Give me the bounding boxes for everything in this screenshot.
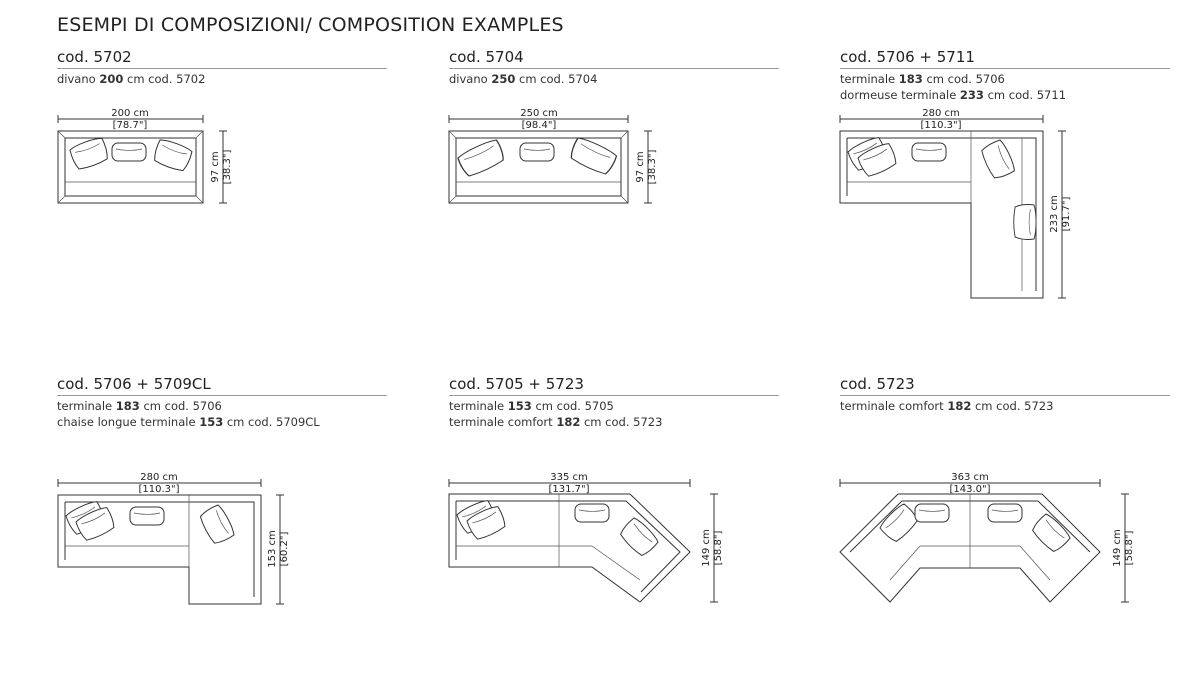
description-line: terminale comfort 182 cm cod. 5723: [840, 399, 1054, 413]
description-line: terminale 183 cm cod. 5706: [840, 72, 1005, 86]
width-in-label: [143.0"]: [949, 484, 990, 495]
width-in-label: [78.7"]: [113, 120, 148, 131]
depth-in-label: [58.8"]: [1124, 531, 1135, 566]
depth-in-label: [38.3"]: [222, 150, 233, 185]
composition-description: divano 200 cm cod. 5702: [57, 71, 387, 87]
composition-description: terminale 153 cm cod. 5705 terminale com…: [449, 398, 779, 430]
width-in-label: [110.3"]: [920, 120, 961, 131]
width-cm-label: 280 cm: [922, 108, 960, 119]
description-line: chaise longue terminale 153 cm cod. 5709…: [57, 415, 320, 429]
composition-code: cod. 5702: [57, 48, 387, 69]
sofa-plan-5706-5711: 280 cm [110.3"] 233 cm [91.7"]: [839, 108, 1072, 299]
description-line: terminale 153 cm cod. 5705: [449, 399, 614, 413]
width-cm-label: 363 cm: [951, 472, 989, 483]
composition-description: terminale 183 cm cod. 5706 chaise longue…: [57, 398, 387, 430]
composition-block-5704: cod. 5704 divano 250 cm cod. 5704: [449, 48, 779, 87]
description-line: terminale 183 cm cod. 5706: [57, 399, 222, 413]
depth-cm-label: 149 cm: [701, 529, 712, 567]
composition-block-5705-5723: cod. 5705 + 5723 terminale 153 cm cod. 5…: [449, 375, 779, 430]
width-cm-label: 250 cm: [520, 108, 558, 119]
depth-in-label: [38.3"]: [647, 150, 658, 185]
sofa-plan-5723: 363 cm [143.0"] 149 cm [58.8"]: [839, 472, 1135, 603]
depth-cm-label: 97 cm: [210, 151, 221, 182]
composition-code: cod. 5706 + 5709CL: [57, 375, 387, 396]
description-line: divano 200 cm cod. 5702: [57, 72, 206, 86]
composition-block-5706-5709cl: cod. 5706 + 5709CL terminale 183 cm cod.…: [57, 375, 387, 430]
composition-code: cod. 5704: [449, 48, 779, 69]
composition-block-5706-5711: cod. 5706 + 5711 terminale 183 cm cod. 5…: [840, 48, 1170, 103]
width-in-label: [131.7"]: [548, 484, 589, 495]
width-cm-label: 280 cm: [140, 472, 178, 483]
width-cm-label: 200 cm: [111, 108, 149, 119]
composition-code: cod. 5705 + 5723: [449, 375, 779, 396]
composition-block-5702: cod. 5702 divano 200 cm cod. 5702: [57, 48, 387, 87]
page-title: ESEMPI DI COMPOSIZIONI/ COMPOSITION EXAM…: [57, 14, 564, 36]
sofa-plan-5706-5709cl: 280 cm [110.3"] 153 cm [60.2"]: [57, 472, 290, 605]
width-in-label: [98.4"]: [522, 120, 557, 131]
sofa-plan-5702: 200 cm [78.7"] 97 cm [38.3"]: [57, 108, 233, 204]
composition-description: divano 250 cm cod. 5704: [449, 71, 779, 87]
description-line: dormeuse terminale 233 cm cod. 5711: [840, 88, 1067, 102]
description-line: divano 250 cm cod. 5704: [449, 72, 598, 86]
composition-code: cod. 5706 + 5711: [840, 48, 1170, 69]
depth-cm-label: 153 cm: [267, 530, 278, 568]
depth-cm-label: 97 cm: [635, 151, 646, 182]
depth-in-label: [60.2"]: [279, 532, 290, 567]
depth-cm-label: 149 cm: [1112, 529, 1123, 567]
depth-in-label: [91.7"]: [1061, 197, 1072, 232]
width-in-label: [110.3"]: [138, 484, 179, 495]
description-line: terminale comfort 182 cm cod. 5723: [449, 415, 663, 429]
sofa-plan-5705-5723: 335 cm [131.7"] 149 cm [58.8"]: [448, 472, 724, 603]
composition-code: cod. 5723: [840, 375, 1170, 396]
composition-description: terminale comfort 182 cm cod. 5723: [840, 398, 1170, 414]
sofa-plan-5704: 250 cm [98.4"] 97 cm [38.3"]: [448, 108, 658, 204]
depth-in-label: [58.8"]: [713, 531, 724, 566]
depth-cm-label: 233 cm: [1049, 195, 1060, 233]
composition-description: terminale 183 cm cod. 5706 dormeuse term…: [840, 71, 1170, 103]
width-cm-label: 335 cm: [550, 472, 588, 483]
composition-block-5723: cod. 5723 terminale comfort 182 cm cod. …: [840, 375, 1170, 414]
